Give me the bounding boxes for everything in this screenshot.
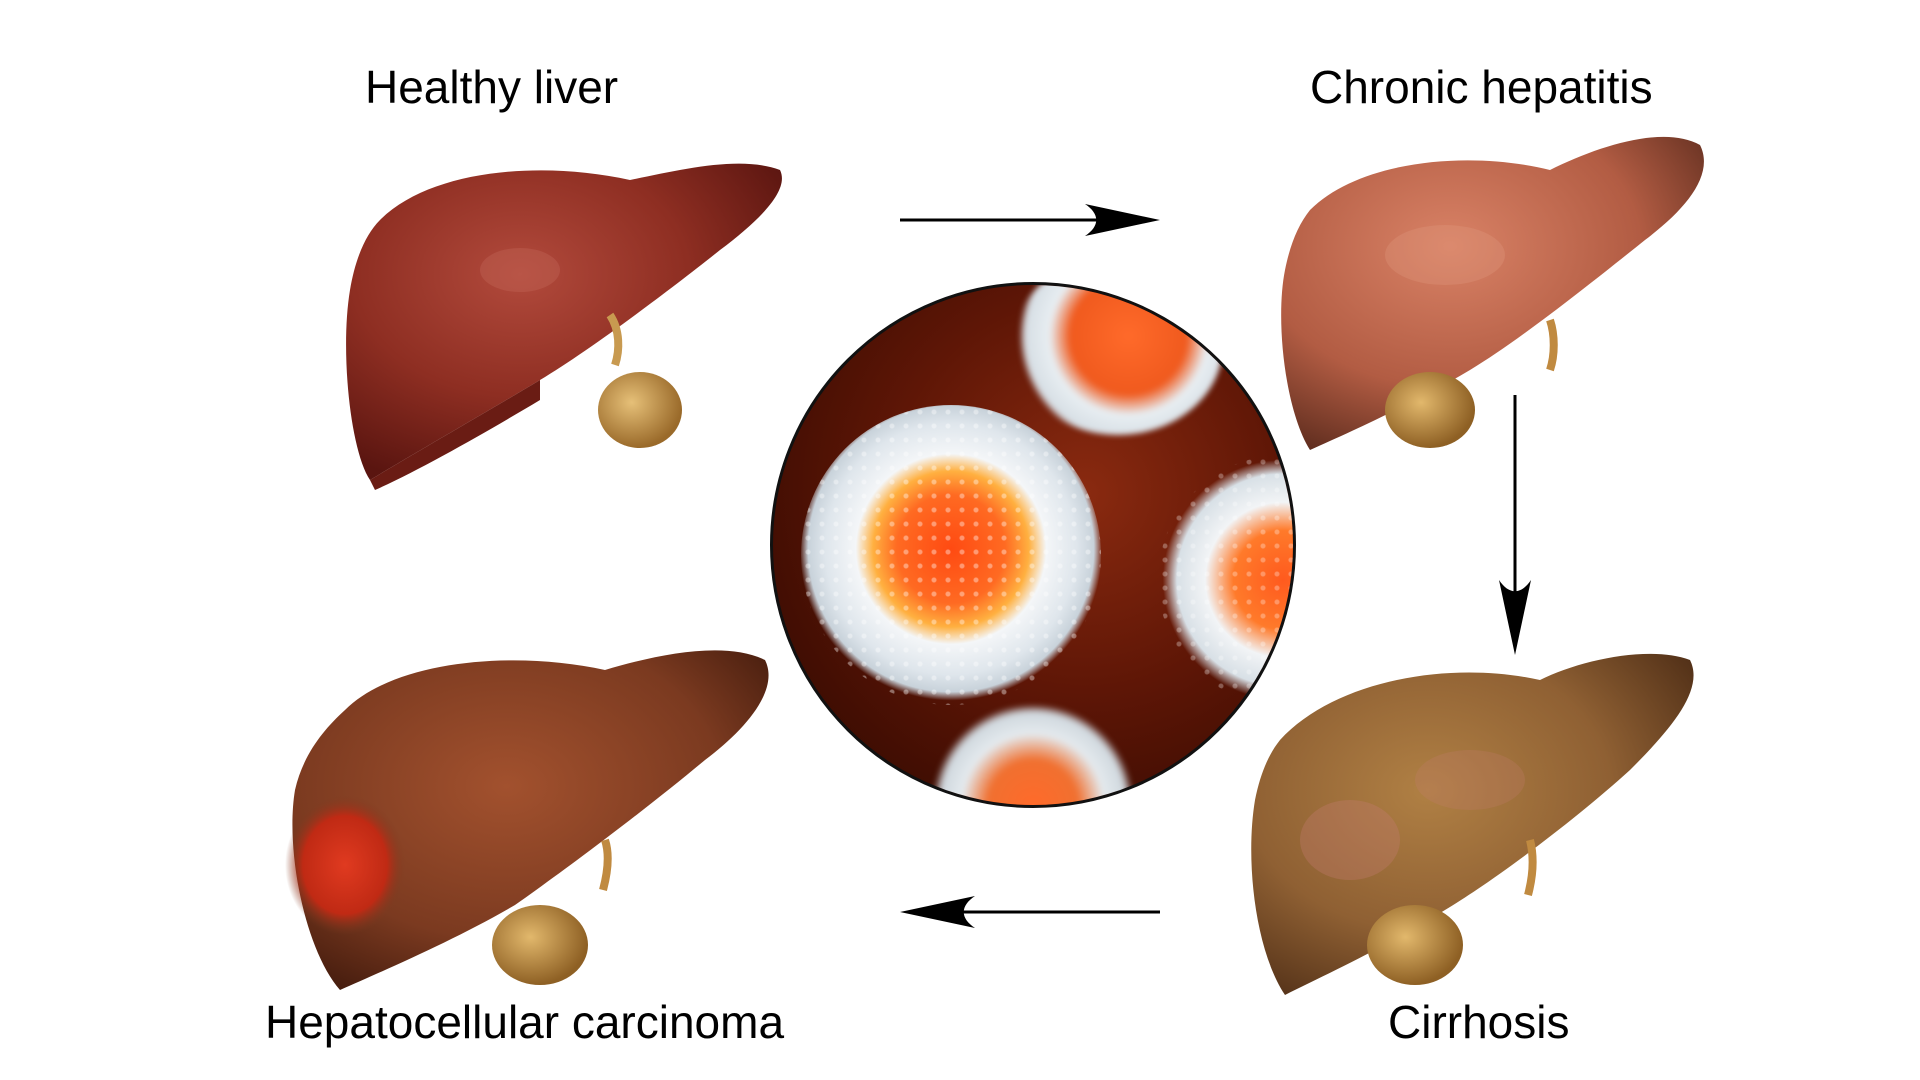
cirrhosis-liver-illustration [1251, 653, 1694, 995]
label-healthy-liver: Healthy liver [365, 61, 619, 113]
chronic-hepatitis-liver-illustration [1281, 136, 1704, 450]
arrow-right-healthy-to-hepatitis [900, 204, 1160, 236]
virus-spikes-texture [1158, 455, 1293, 705]
carcinoma-liver-illustration [285, 650, 769, 990]
virus-particle-bottom [923, 705, 1143, 805]
virus-particle-main [801, 405, 1101, 705]
virus-magnification-circle [770, 282, 1296, 808]
virus-spikes-texture [801, 405, 1101, 705]
label-hepatocellular-carcinoma: Hepatocellular carcinoma [265, 996, 785, 1048]
healthy-liver-illustration [346, 163, 782, 490]
virus-particle-background [1013, 285, 1223, 435]
label-cirrhosis: Cirrhosis [1388, 996, 1570, 1048]
virus-particle-right [1158, 455, 1293, 705]
arrow-left-cirrhosis-to-carcinoma [900, 896, 1160, 928]
arrow-down-hepatitis-to-cirrhosis [1499, 395, 1531, 655]
label-chronic-hepatitis: Chronic hepatitis [1310, 61, 1653, 113]
